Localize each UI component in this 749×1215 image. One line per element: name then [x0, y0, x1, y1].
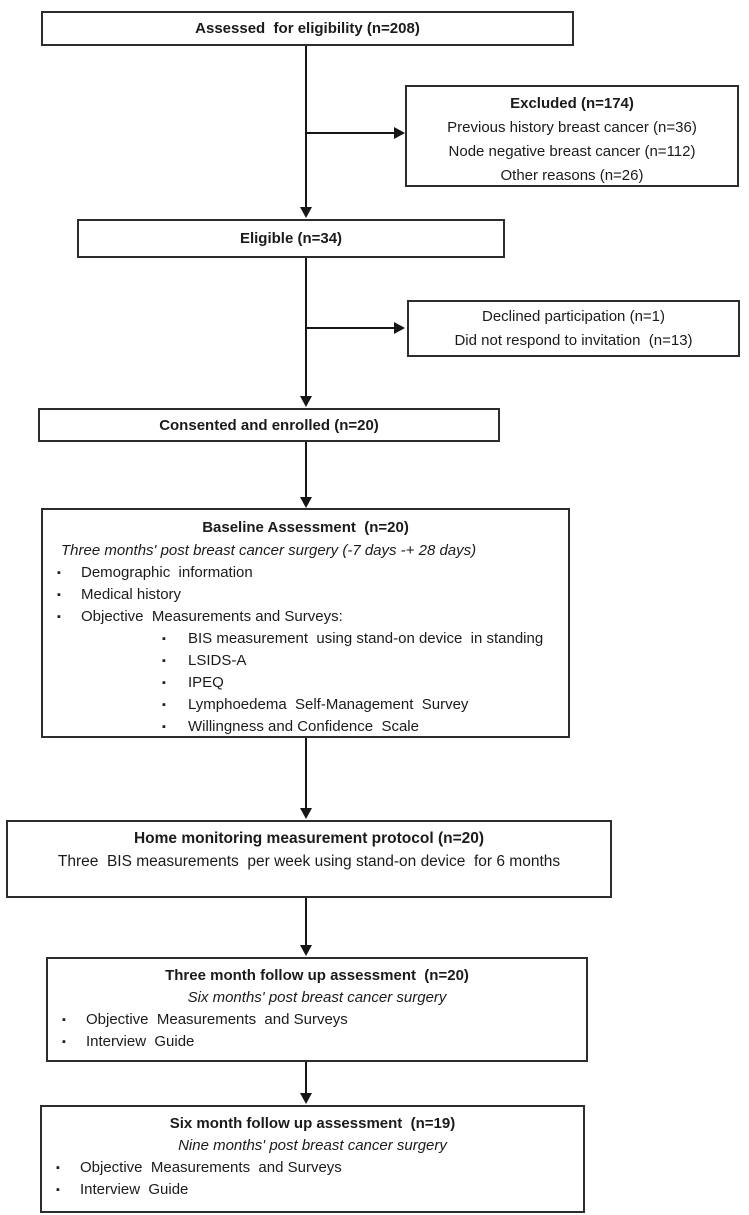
three-month-title: Three month follow up assessment (n=20) — [165, 967, 469, 984]
bullet-square-icon: ▪ — [162, 655, 166, 667]
baseline-sub-bullet: ▪ Lymphoedema Self-Management Survey — [43, 694, 568, 716]
arrow-branch-declined-head — [394, 322, 405, 334]
bullet-square-icon: ▪ — [57, 567, 61, 579]
bullet-square-icon: ▪ — [56, 1184, 60, 1196]
consented-box: Consented and enrolled (n=20) — [38, 408, 500, 442]
arrow-home-to-three-month-head — [300, 945, 312, 956]
excluded-reason-line: Previous history breast cancer (n=36) — [447, 119, 697, 136]
baseline-title: Baseline Assessment (n=20) — [202, 519, 409, 536]
baseline-sub-bullet-label: LSIDS-A — [188, 652, 247, 669]
baseline-sub-bullet-label: Willingness and Confidence Scale — [188, 718, 419, 735]
three-month-bullet-label: Objective Measurements and Surveys — [86, 1011, 348, 1028]
baseline-bullet: ▪ Demographic information — [43, 562, 568, 584]
assessed-eligibility-title: Assessed for eligibility (n=208) — [195, 20, 420, 37]
three-month-bullet: ▪ Interview Guide — [48, 1031, 586, 1053]
arrow-branch-declined-line — [307, 327, 394, 329]
baseline-bullet-label: Objective Measurements and Surveys: — [81, 608, 343, 625]
arrow-consented-to-baseline-head — [300, 497, 312, 508]
excluded-title: Excluded (n=174) — [510, 95, 634, 112]
arrow-baseline-to-home-head — [300, 808, 312, 819]
excluded-box: Excluded (n=174) Previous history breast… — [405, 85, 739, 187]
bullet-square-icon: ▪ — [62, 1036, 66, 1048]
arrow-eligible-to-consented-line — [305, 258, 307, 396]
baseline-bullet: ▪ Objective Measurements and Surveys: — [43, 606, 568, 628]
three-month-subtitle: Six months' post breast cancer surgery — [187, 989, 447, 1006]
bullet-square-icon: ▪ — [162, 699, 166, 711]
baseline-sub-bullet: ▪ BIS measurement using stand-on device … — [43, 628, 568, 650]
arrow-three-to-six-month-head — [300, 1093, 312, 1104]
baseline-sub-bullet-label: BIS measurement using stand-on device in… — [188, 630, 544, 647]
baseline-sub-bullet: ▪ Willingness and Confidence Scale — [43, 716, 568, 738]
excluded-reason-line: Other reasons (n=26) — [500, 167, 644, 184]
arrow-home-to-three-month-line — [305, 898, 307, 945]
six-month-bullet: ▪ Objective Measurements and Surveys — [42, 1157, 583, 1179]
arrow-consented-to-baseline-line — [305, 442, 307, 497]
arrow-branch-excluded-head — [394, 127, 405, 139]
bullet-square-icon: ▪ — [57, 611, 61, 623]
bullet-square-icon: ▪ — [162, 677, 166, 689]
baseline-subtitle: Three months' post breast cancer surgery… — [61, 542, 477, 559]
eligible-title: Eligible (n=34) — [239, 230, 343, 247]
six-month-bullet-label: Objective Measurements and Surveys — [80, 1159, 342, 1176]
excluded-reason-line: Node negative breast cancer (n=112) — [448, 143, 696, 160]
declined-box: Declined participation (n=1) Did not res… — [407, 300, 740, 357]
baseline-sub-bullet-label: Lymphoedema Self-Management Survey — [188, 696, 469, 713]
consented-title: Consented and enrolled (n=20) — [159, 416, 379, 434]
six-month-followup-box: Six month follow up assessment (n=19) Ni… — [40, 1105, 585, 1213]
arrow-baseline-to-home-line — [305, 738, 307, 808]
arrow-assessed-to-eligible-head — [300, 207, 312, 218]
six-month-bullet-label: Interview Guide — [80, 1181, 189, 1198]
six-month-bullet: ▪ Interview Guide — [42, 1179, 583, 1201]
arrow-branch-excluded-line — [307, 132, 394, 134]
arrow-three-to-six-month-line — [305, 1062, 307, 1093]
baseline-sub-bullet-label: IPEQ — [188, 674, 224, 691]
home-monitoring-box: Home monitoring measurement protocol (n=… — [6, 820, 612, 898]
three-month-bullet: ▪ Objective Measurements and Surveys — [48, 1009, 586, 1031]
three-month-followup-box: Three month follow up assessment (n=20) … — [46, 957, 588, 1062]
arrow-assessed-to-eligible-line — [305, 46, 307, 208]
assessed-eligibility-box: Assessed for eligibility (n=208) — [41, 11, 574, 46]
six-month-subtitle: Nine months' post breast cancer surgery — [178, 1137, 447, 1154]
bullet-square-icon: ▪ — [162, 633, 166, 645]
arrow-eligible-to-consented-head — [300, 396, 312, 407]
bullet-square-icon: ▪ — [62, 1014, 66, 1026]
declined-line: Did not respond to invitation (n=13) — [454, 331, 693, 349]
baseline-sub-bullet: ▪ IPEQ — [43, 672, 568, 694]
bullet-square-icon: ▪ — [162, 721, 166, 733]
eligible-box: Eligible (n=34) — [77, 219, 505, 258]
six-month-title: Six month follow up assessment (n=19) — [169, 1115, 456, 1132]
home-monitoring-line: Three BIS measurements per week using st… — [57, 853, 561, 870]
baseline-sub-bullet: ▪ LSIDS-A — [43, 650, 568, 672]
baseline-bullet: ▪ Medical history — [43, 584, 568, 606]
three-month-bullet-label: Interview Guide — [86, 1033, 195, 1050]
bullet-square-icon: ▪ — [56, 1162, 60, 1174]
baseline-bullet-label: Demographic information — [81, 564, 253, 581]
baseline-assessment-box: Baseline Assessment (n=20) Three months'… — [41, 508, 570, 738]
bullet-square-icon: ▪ — [57, 589, 61, 601]
declined-line: Declined participation (n=1) — [481, 307, 666, 325]
home-monitoring-title: Home monitoring measurement protocol (n=… — [133, 830, 485, 847]
baseline-bullet-label: Medical history — [81, 586, 182, 603]
